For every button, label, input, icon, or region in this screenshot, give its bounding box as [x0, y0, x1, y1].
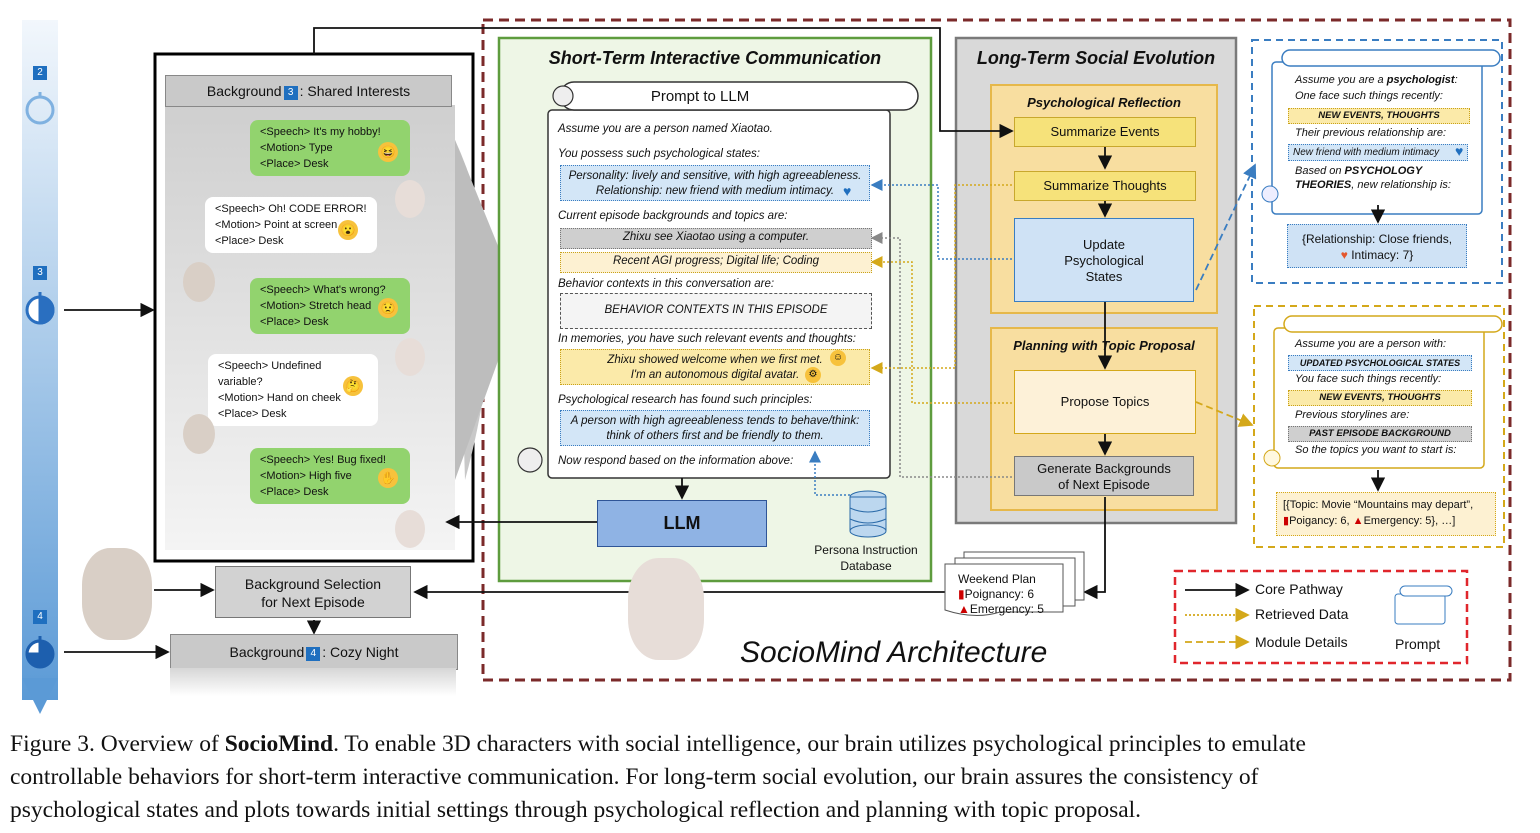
timeline-badge-2: 2 — [33, 66, 47, 80]
funnel-shape — [455, 140, 520, 480]
behavior-contexts-field: BEHAVIOR CONTEXTS IN THIS EPISODE — [560, 293, 872, 329]
topic-detail-box — [1253, 305, 1505, 548]
prompt-line-9: In memories, you have such relevant even… — [558, 333, 856, 345]
relationship-output: {Relationship: Close friends, ♥ Intimacy… — [1287, 224, 1467, 268]
person-prompt-line-3: Previous storylines are: — [1295, 409, 1410, 421]
robot-emoji-icon: ⚙ — [805, 367, 821, 383]
speech-bubble-3: <Speech> What's wrong?<Motion> Stretch h… — [250, 278, 410, 334]
prompt-line-1: Assume you are a person named Xiaotao. — [558, 123, 773, 135]
previous-relationship-label: Their previous relationship are: — [1295, 127, 1447, 139]
prompt-line-13: Now respond based on the information abo… — [558, 455, 794, 467]
person-prompt-line-4: So the topics you want to start is: — [1295, 444, 1457, 456]
figure-caption: Figure 3. Overview of SocioMind. To enab… — [10, 731, 1306, 823]
hand-emoji-icon: ✋ — [378, 468, 398, 488]
weekend-plan-text: Weekend Plan ▮Poignancy: 6 ▲Emergency: 5 — [958, 572, 1044, 616]
short-term-title: Short-Term Interactive Communication — [548, 48, 882, 68]
laughing-emoji-icon: 😆 — [378, 142, 398, 162]
worried-emoji-icon: 😟 — [378, 298, 398, 318]
legend-prompt-label: Prompt — [1395, 636, 1441, 652]
thinking-emoji-icon: 🤔 — [343, 376, 363, 396]
summarize-events-box: Summarize Events — [1014, 117, 1196, 147]
architecture-title: SocioMind Architecture — [740, 636, 1048, 669]
episode-background-field: Zhixu see Xiaotao using a computer. — [560, 228, 872, 249]
female-character-portrait — [628, 558, 704, 660]
female-avatar — [395, 338, 425, 376]
psychologist-detail-box — [1251, 39, 1503, 284]
prompt-line-4: Current episode backgrounds and topics a… — [558, 210, 788, 222]
topics-field: Recent AGI progress; Digital life; Codin… — [560, 252, 872, 273]
male-character-portrait — [82, 548, 152, 640]
prompt-line-11: Psychological research has found such pr… — [558, 394, 813, 406]
female-avatar — [395, 510, 425, 548]
legend-retrieved-label: Retrieved Data — [1255, 606, 1349, 622]
prompt-title: Prompt to LLM — [650, 88, 750, 105]
memories-field: Zhixu showed welcome when we first met.I… — [560, 349, 870, 385]
psych-states-field: Personality: lively and sensitive, with … — [560, 165, 870, 201]
person-prompt-line-1: Assume you are a person with: — [1295, 338, 1447, 350]
male-avatar — [183, 414, 215, 454]
blue-heart-icon: ♥ — [843, 183, 852, 199]
male-avatar — [183, 262, 215, 302]
new-events-tag: NEW EVENTS, THOUGHTS — [1288, 108, 1470, 124]
prompt-line-7: Behavior contexts in this conversation a… — [558, 278, 775, 290]
psychologist-prompt: Assume you are a psychologist: One face … — [1295, 74, 1458, 102]
new-events-tag-2: NEW EVENTS, THOUGHTS — [1288, 390, 1472, 406]
relationship-tag: New friend with medium intimacy — [1288, 144, 1468, 161]
legend-module-label: Module Details — [1255, 634, 1348, 650]
propose-topics-box: Propose Topics — [1014, 370, 1196, 434]
background-4-shadow — [170, 668, 456, 696]
timeline-arrow — [22, 678, 58, 714]
legend-core-label: Core Pathway — [1255, 581, 1343, 597]
topics-output: [{Topic: Movie “Mountains may depart”, ▮… — [1276, 492, 1496, 536]
timeline-badge-4: 4 — [33, 610, 47, 624]
blue-heart-icon: ♥ — [1455, 143, 1464, 159]
llm-box: LLM — [597, 500, 767, 547]
female-avatar — [395, 180, 425, 218]
past-background-tag: PAST EPISODE BACKGROUND — [1288, 426, 1472, 442]
person-prompt-line-2: You face such things recently: — [1295, 373, 1442, 385]
psychology-theories-line: Based on PSYCHOLOGY THEORIES, new relati… — [1295, 165, 1451, 191]
smile-emoji-icon: ☺ — [830, 350, 846, 366]
summarize-thoughts-box: Summarize Thoughts — [1014, 171, 1196, 201]
weekend-plan-paper — [944, 563, 1064, 616]
updated-states-tag: UPDATED PSYCHOLOGICAL STATES — [1288, 355, 1472, 371]
timeline-badge-3: 3 — [33, 266, 47, 280]
timeline-bar — [22, 20, 58, 700]
speech-bubble-4: <Speech> Undefined variable?<Motion> Han… — [208, 354, 378, 426]
prompt-line-2: You possess such psychological states: — [558, 148, 761, 160]
surprised-emoji-icon: 😮 — [338, 220, 358, 240]
long-term-title: Long-Term Social Evolution — [976, 48, 1216, 68]
psych-reflection-title: Psychological Reflection — [1027, 95, 1181, 110]
principles-field: A person with high agreeableness tends t… — [560, 410, 870, 446]
planning-title: Planning with Topic Proposal — [1013, 338, 1195, 353]
